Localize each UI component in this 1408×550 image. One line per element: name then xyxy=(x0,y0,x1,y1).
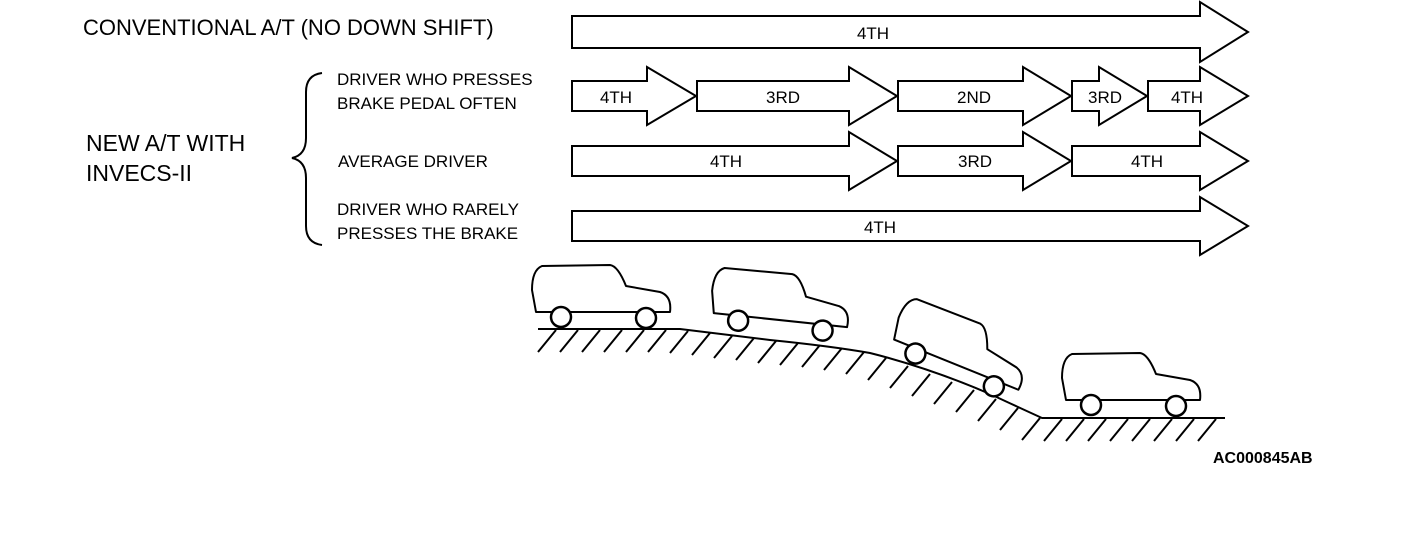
arrow-average-4th-return xyxy=(1071,130,1250,192)
driver-rarely-label-line1: DRIVER WHO RARELY xyxy=(337,200,519,219)
arrow-brake-often-4th-return xyxy=(1147,65,1250,127)
driver-brake-often-label-line1: DRIVER WHO PRESSES xyxy=(337,70,533,89)
average-driver-label: AVERAGE DRIVER xyxy=(338,152,488,171)
ground-hatching xyxy=(537,329,1217,442)
gear-label-average-3rd: 3RD xyxy=(958,152,992,171)
conventional-at-label: CONVENTIONAL A/T (NO DOWN SHIFT) xyxy=(83,15,494,40)
ground-line xyxy=(538,328,1225,419)
car-flat-start xyxy=(531,264,672,330)
gear-label-conventional-4th: 4TH xyxy=(857,24,889,43)
new-at-label-line2: INVECS-II xyxy=(86,160,193,186)
gear-label-rarely-4th: 4TH xyxy=(864,218,896,237)
arrow-conventional-4th xyxy=(571,0,1250,64)
arrow-brake-often-3rd-return xyxy=(1071,65,1149,127)
arrow-rarely-4th xyxy=(571,195,1250,257)
group-brace xyxy=(291,72,323,246)
gear-label-brake-often-3rd: 3RD xyxy=(766,88,800,107)
arrow-brake-often-2nd xyxy=(897,65,1073,127)
car-downhill-2 xyxy=(893,298,1023,398)
gear-label-brake-often-2nd: 2ND xyxy=(957,88,991,107)
gear-label-brake-often-4th: 4TH xyxy=(600,88,632,107)
gear-label-average-4th: 4TH xyxy=(710,152,742,171)
gear-label-brake-often-3rd-return: 3RD xyxy=(1088,88,1122,107)
arrow-average-4th xyxy=(571,130,899,192)
arrow-brake-often-4th xyxy=(571,65,698,127)
car-flat-end xyxy=(1061,352,1202,418)
gear-label-brake-often-4th-return: 4TH xyxy=(1171,88,1203,107)
gear-label-average-4th-return: 4TH xyxy=(1131,152,1163,171)
arrow-brake-often-3rd xyxy=(696,65,899,127)
driver-brake-often-label-line2: BRAKE PEDAL OFTEN xyxy=(337,94,517,113)
driver-rarely-label-line2: PRESSES THE BRAKE xyxy=(337,224,519,243)
figure-code: AC000845AB xyxy=(1213,450,1313,467)
new-at-label-line1: NEW A/T WITH xyxy=(86,130,246,156)
car-downhill-1 xyxy=(711,267,849,342)
arrow-average-3rd xyxy=(897,130,1073,192)
